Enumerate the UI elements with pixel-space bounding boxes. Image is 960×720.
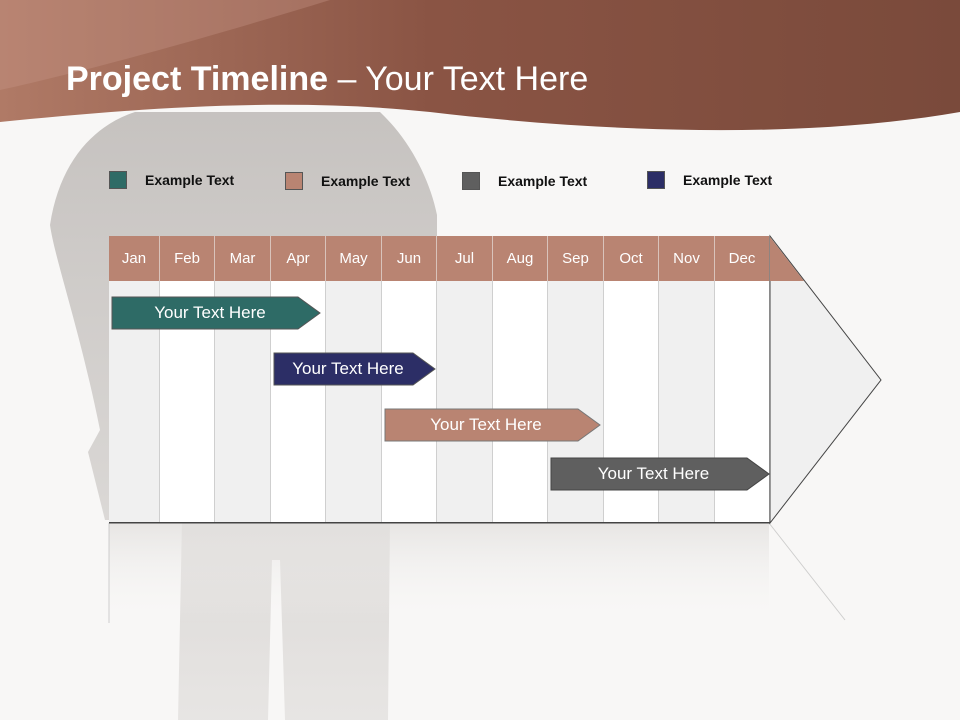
timeline-arrow-header [770, 237, 804, 281]
task-bar-label: Your Text Here [154, 303, 266, 322]
timeline-reflection [108, 522, 846, 623]
month-column [382, 281, 437, 522]
title-rest: – Your Text Here [328, 60, 589, 98]
month-column [326, 281, 382, 522]
month-header: Feb [160, 236, 215, 281]
month-column [493, 281, 548, 522]
legend-label: Example Text [683, 172, 773, 188]
task-bar-4 [550, 457, 770, 491]
month-header: Jun [382, 236, 437, 281]
month-header: Aug [493, 236, 548, 281]
page-title: Project Timeline – Your Text Here [66, 60, 588, 99]
month-header: Nov [659, 236, 715, 281]
month-header: Jul [437, 236, 493, 281]
task-bar-3 [384, 408, 601, 442]
month-header: Mar [215, 236, 271, 281]
month-header: Oct [604, 236, 659, 281]
task-bar-label: Your Text Here [597, 464, 710, 483]
month-header: Apr [271, 236, 326, 281]
task-bar-2 [273, 352, 436, 386]
month-header: Sep [548, 236, 604, 281]
month-header: May [326, 236, 382, 281]
title-bold: Project Timeline [66, 60, 329, 98]
month-header: Dec [715, 236, 770, 281]
legend-item: Example Text [109, 171, 234, 189]
task-bar-label: Your Text Here [292, 359, 404, 378]
legend-swatch [285, 172, 303, 190]
legend-swatch [109, 171, 127, 189]
legend-label: Example Text [145, 172, 235, 188]
legend-item: Example Text [647, 171, 772, 189]
task-bar-1 [111, 296, 321, 330]
legend-item: Example Text [285, 172, 410, 190]
month-header: Jan [109, 236, 160, 281]
header-banner [0, 0, 960, 131]
legend-item: Example Text [462, 172, 587, 190]
legend-label: Example Text [498, 173, 588, 189]
task-bar-label: Your Text Here [430, 415, 542, 434]
month-column [437, 281, 493, 522]
legend-swatch [647, 171, 665, 189]
timeline-arrow-tip [769, 234, 882, 525]
legend-swatch [462, 172, 480, 190]
legend-label: Example Text [321, 173, 411, 189]
